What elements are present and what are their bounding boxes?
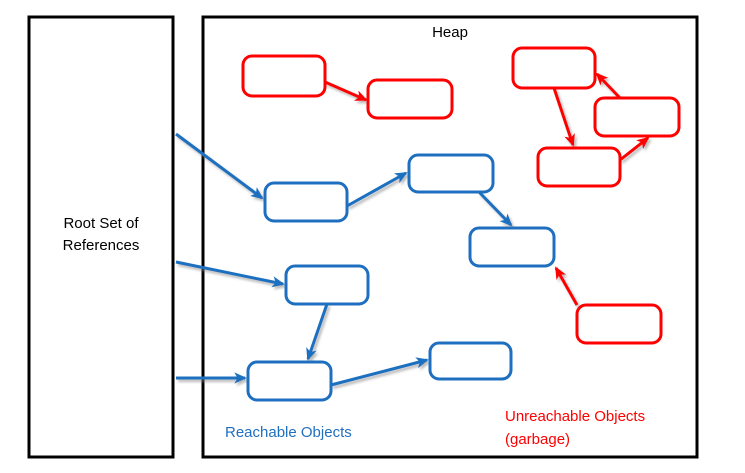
root-set-label-line2: References: [63, 237, 140, 254]
garbage-object-r6[interactable]: [575, 303, 663, 345]
garbage-object-r3[interactable]: [511, 46, 597, 90]
legend-unreachable-objects-line1: Unreachable Objects: [505, 408, 645, 425]
legend-reachable-objects: Reachable Objects: [225, 424, 352, 441]
edge-r4-to-r3: [595, 72, 622, 100]
reachable-object-b6[interactable]: [428, 341, 513, 381]
edge-r1-to-r2: [324, 80, 368, 102]
edge-b5-to-b6: [330, 357, 429, 387]
edge-b4-to-b5: [306, 303, 329, 361]
edges-layer: [175, 72, 650, 387]
root-set-label-line1: Root Set of: [63, 215, 139, 232]
edge-b2-to-b3: [477, 190, 513, 227]
garbage-object-r4[interactable]: [593, 96, 681, 138]
garbage-object-r1[interactable]: [241, 54, 327, 98]
root-set-container: [27, 15, 175, 459]
edge-r5-to-r4: [619, 136, 650, 162]
reachable-object-b4[interactable]: [284, 264, 370, 306]
labels-layer: Heap Root Set of References Reachable Ob…: [63, 24, 645, 448]
reachable-object-b5[interactable]: [246, 360, 333, 402]
reachable-object-b3[interactable]: [468, 226, 556, 268]
nodes-layer: [241, 46, 681, 402]
legend-unreachable-objects-line2: (garbage): [505, 431, 570, 448]
garbage-object-r5[interactable]: [536, 146, 622, 188]
reachable-object-b2[interactable]: [407, 153, 495, 194]
garbage-object-r2[interactable]: [366, 78, 454, 120]
edge-root-to-b4: [175, 260, 285, 288]
edge-root-to-b1: [175, 132, 264, 200]
edge-b1-to-b2: [346, 171, 408, 208]
heap-title: Heap: [432, 24, 468, 41]
edge-r3-to-r5: [552, 87, 575, 147]
reachable-object-b1[interactable]: [263, 181, 349, 223]
edge-r6-to-b3: [554, 266, 579, 306]
